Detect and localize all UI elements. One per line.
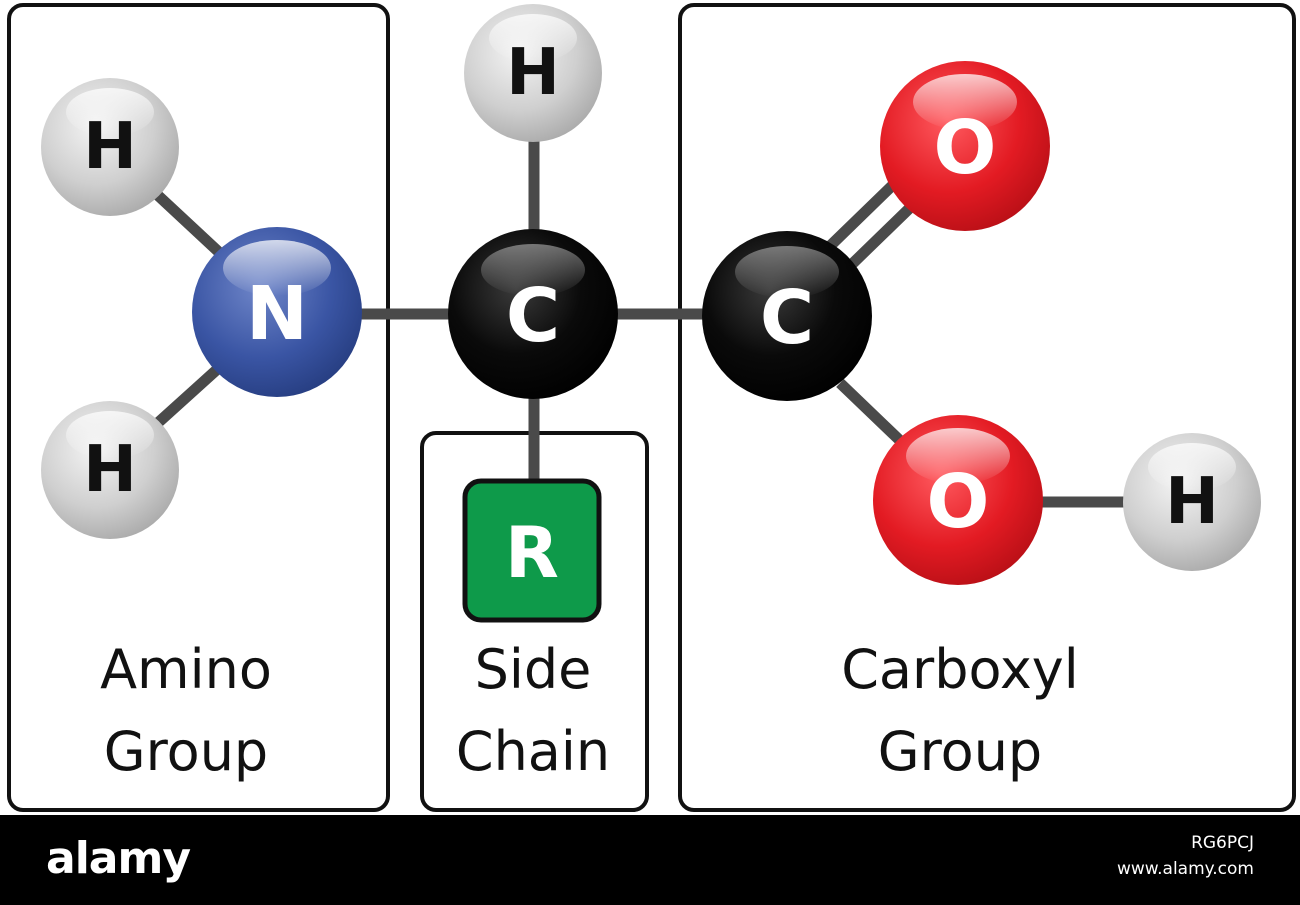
brand-logo: alamy	[46, 833, 191, 884]
carboxyl-group-label-line2: Group	[878, 720, 1042, 783]
bond-c-o-double-a	[825, 176, 902, 251]
oxygen-atom-double-bond: O	[880, 61, 1050, 231]
hydrogen-label: H	[83, 110, 137, 184]
carbon-label: C	[506, 273, 560, 359]
hydrogen-label: H	[83, 433, 137, 507]
amino-group-label-line2: Group	[104, 720, 268, 783]
side-chain-label: R	[505, 512, 559, 594]
hydrogen-atom-hydroxyl: H	[1123, 433, 1261, 571]
bond-c-o-double-b	[845, 196, 922, 271]
bond-n-h-bottom	[146, 360, 226, 435]
alpha-carbon-atom: C	[448, 229, 618, 399]
hydrogen-label: H	[506, 36, 560, 110]
site-url-text: www.alamy.com	[1116, 859, 1254, 879]
side-chain-label-line2: Chain	[456, 720, 610, 783]
amino-acid-structure-diagram: H H N H C R C	[7, 3, 1296, 812]
carboxyl-group-label-line1: Carboxyl	[841, 638, 1079, 701]
carbon-label: C	[760, 275, 814, 361]
nitrogen-atom: N	[192, 227, 362, 397]
side-chain-label-line1: Side	[475, 638, 592, 701]
oxygen-label: O	[934, 105, 997, 191]
image-id-text: RG6PCJ	[1191, 833, 1254, 853]
carboxyl-carbon-atom: C	[702, 231, 872, 401]
hydrogen-atom-amino-top: H	[41, 78, 179, 216]
hydrogen-atom-alpha: H	[464, 4, 602, 142]
hydrogen-label: H	[1165, 465, 1219, 539]
nitrogen-label: N	[246, 271, 308, 357]
carboxyl-group-box	[678, 3, 1296, 812]
side-chain-r-block: R	[462, 478, 602, 623]
oxygen-atom-hydroxyl: O	[873, 415, 1043, 585]
watermark-footer: alamy RG6PCJ www.alamy.com	[0, 815, 1300, 905]
bond-n-h-top	[146, 183, 226, 260]
oxygen-label: O	[927, 459, 990, 545]
hydrogen-atom-amino-bottom: H	[41, 401, 179, 539]
bonds	[146, 140, 1130, 508]
amino-group-label-line1: Amino	[100, 638, 272, 701]
